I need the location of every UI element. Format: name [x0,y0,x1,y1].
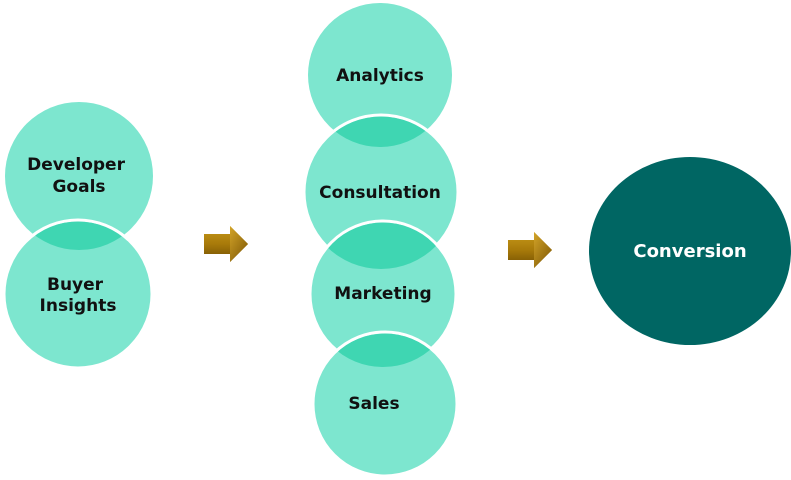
circle-conversion [589,157,791,345]
circle-analytics [308,3,452,147]
right-arrow-icon [508,232,552,268]
label-developer-goals: Developer Goals [27,155,131,197]
circle-buyer-insights [2,218,154,370]
label-consultation: Consultation [319,183,441,203]
stage3-group: Conversion [589,157,791,345]
right-arrow-icon [204,226,248,262]
label-marketing: Marketing [334,284,431,304]
stage2-group: Analytics Consultation Marketing Sales [302,3,460,478]
label-analytics: Analytics [336,66,424,86]
overlap-consultation-marketing [311,222,455,269]
circle-developer-goals [5,102,153,250]
label-sales: Sales [348,394,399,414]
label-buyer-insights: Buyer Insights [40,275,117,316]
circle-sales [311,330,459,478]
label-conversion: Conversion [633,241,746,262]
stage1-group: Developer Goals Buyer Insights [2,102,154,370]
